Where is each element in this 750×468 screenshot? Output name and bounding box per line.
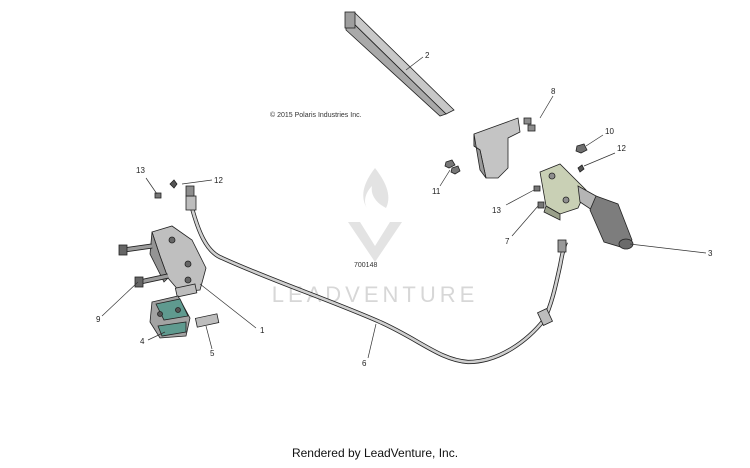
callout-10: 10 — [605, 127, 614, 136]
part-12-clip-left — [169, 179, 178, 189]
v-watermark-icon — [348, 222, 402, 262]
part-5-pins — [174, 283, 220, 328]
part-13-bolts-right — [533, 185, 545, 209]
callout-4: 4 — [140, 337, 145, 346]
callout-2: 2 — [425, 51, 430, 60]
callout-5: 5 — [210, 349, 215, 358]
part-1-caliper-bracket — [149, 225, 207, 293]
callout-6: 6 — [362, 359, 367, 368]
part-2-lever-bar — [344, 11, 455, 117]
copyright-notice: © 2015 Polaris Industries Inc. — [270, 111, 362, 119]
callout-12-right: 12 — [617, 144, 626, 153]
part-12-clip-right — [577, 164, 585, 173]
rendered-by-footer: Rendered by LeadVenture, Inc. — [291, 446, 459, 460]
callout-labels: 1 2 3 4 5 6 7 8 9 10 11 12 12 13 13 — [96, 51, 713, 368]
part-6-brake-cable — [185, 185, 568, 365]
part-13-bolt-left — [154, 192, 162, 199]
callout-7: 7 — [505, 237, 510, 246]
callout-9: 9 — [96, 315, 101, 324]
callout-11: 11 — [432, 187, 441, 196]
part-8-fasteners — [523, 117, 536, 132]
callout-8: 8 — [551, 87, 556, 96]
flame-watermark-icon — [363, 168, 389, 210]
callout-12-left: 12 — [214, 176, 223, 185]
leadventure-watermark: LEADVENTURE — [272, 168, 479, 307]
callout-3: 3 — [708, 249, 713, 258]
part-mount-bracket — [473, 117, 521, 179]
part-hand-brake-lever — [539, 163, 634, 250]
part-4-brake-pads — [149, 295, 191, 339]
part-9-bolts — [118, 243, 169, 288]
callout-1: 1 — [260, 326, 265, 335]
leader-lines — [101, 56, 707, 359]
watermark-wordmark: LEADVENTURE — [272, 282, 479, 307]
part-11-nuts — [444, 159, 461, 175]
drawing-number: 700148 — [354, 262, 377, 269]
callout-13-left: 13 — [136, 166, 145, 175]
part-10-nut — [575, 143, 588, 154]
callout-13-right: 13 — [492, 206, 501, 215]
